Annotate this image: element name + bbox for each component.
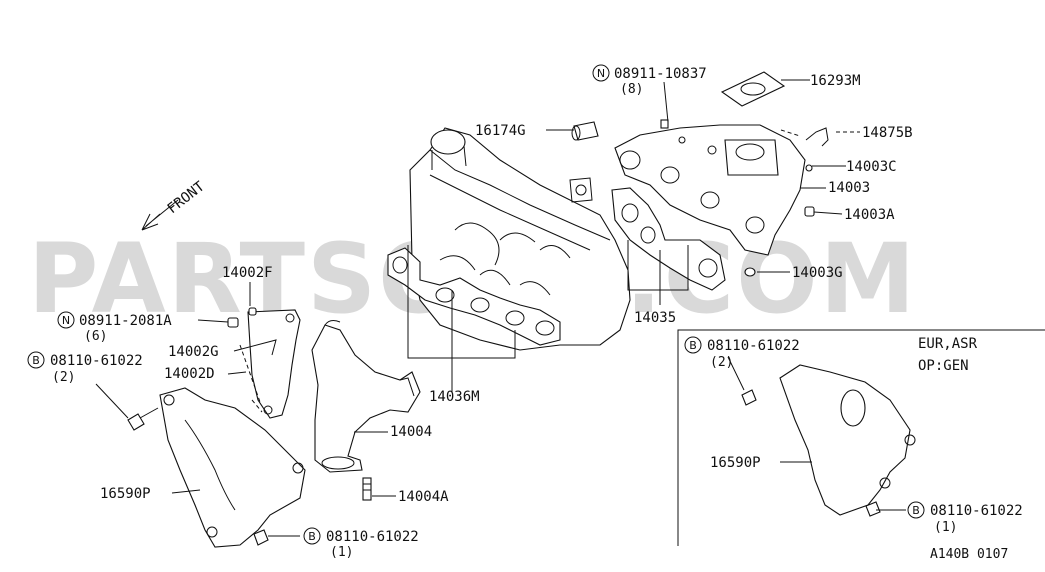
callout-08110-61022-b-qty: (1) [330,545,353,560]
marker-b-circle [27,351,45,369]
marker-b-circle [907,501,925,519]
marker-n-circle [592,64,610,82]
callout-16590P-inset: 16590P [710,455,761,471]
bolts-left-drawing [127,307,269,546]
callout-08110-61022-c: 08110-61022 [707,338,800,354]
callout-14035: 14035 [634,310,676,326]
callout-16590P-left: 16590P [100,486,151,502]
callout-08110-61022-d-qty: (1) [934,520,957,535]
callout-16293M: 16293M [810,73,861,89]
inset-frame [677,329,1045,546]
gasket-16293M-drawing [720,71,786,107]
front-label: FRONT [165,178,209,217]
marker-b-circle [303,527,321,545]
marker-n-letter: N [62,314,70,327]
gasket-14002-drawing [247,309,301,419]
callout-14003A: 14003A [844,207,895,223]
diagram-code: A140B 0107 [930,547,1008,562]
sensor-14004A-drawing [362,477,372,501]
small-parts-right-drawing [660,119,829,277]
marker-n-circle [57,311,75,329]
callout-08911-2081A: 08911-2081A [79,313,172,329]
callout-08110-61022-d: 08110-61022 [930,503,1023,519]
callout-08110-61022-a-qty: (2) [52,370,75,385]
leader-lines [95,79,906,537]
callout-08110-61022-a: 08110-61022 [50,353,143,369]
exhaust-manifold-14003-drawing [614,124,806,256]
callout-08110-61022-c-qty: (2) [710,355,733,370]
marker-b-letter: B [689,339,697,352]
callout-14002G: 14002G [168,344,219,360]
callout-14036M: 14036M [429,389,480,405]
callout-14002D: 14002D [164,366,215,382]
marker-b-letter: B [912,504,920,517]
callout-14003G: 14003G [792,265,843,281]
callout-08911-10837: 08911-10837 [614,66,707,82]
callout-14003C: 14003C [846,159,897,175]
marker-b-letter: B [32,354,40,367]
callout-08110-61022-b: 08110-61022 [326,529,419,545]
inset-note-line2: OP:GEN [918,358,969,374]
callout-14002F: 14002F [222,265,273,281]
marker-n-letter: N [597,67,605,80]
callout-16174G: 16174G [475,123,526,139]
front-arrow-icon [141,199,179,231]
marker-b-letter: B [308,530,316,543]
callout-08911-2081A-qty: (6) [84,329,107,344]
exhaust-manifold-14004-drawing [311,320,421,473]
gasket-14035-drawing [611,187,726,291]
callout-14875B: 14875B [862,125,913,141]
callout-08911-10837-qty: (8) [620,82,643,97]
inset-note-line1: EUR,ASR [918,336,978,352]
heat-shield-16590P-inset-drawing [741,364,916,517]
heat-shield-16590P-left-drawing [159,387,306,548]
plug-16174G-drawing [571,121,599,141]
callout-14004: 14004 [390,424,432,440]
gasket-14036M-drawing [387,247,561,346]
marker-b-circle [684,336,702,354]
callout-14003: 14003 [828,180,870,196]
callout-14004A: 14004A [398,489,449,505]
